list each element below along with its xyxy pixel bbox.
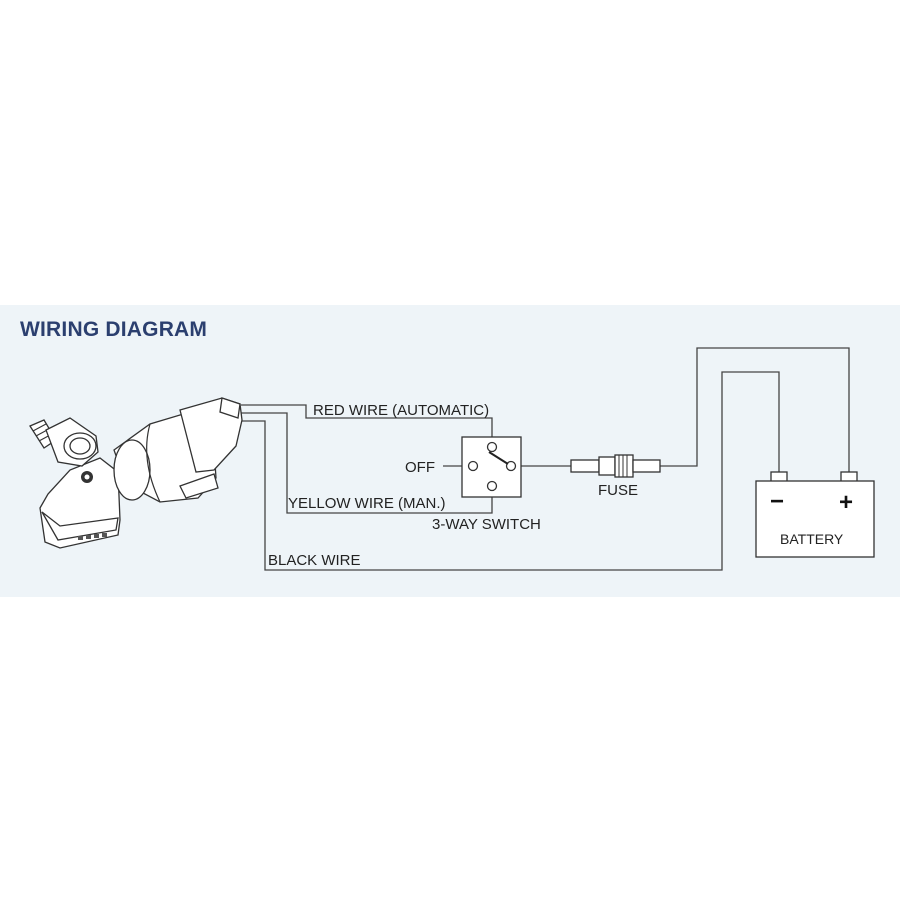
battery-label: BATTERY — [780, 531, 844, 547]
fuse-to-battery-wire — [660, 347, 850, 472]
yellow-wire — [241, 412, 493, 514]
diagram-title: WIRING DIAGRAM — [20, 318, 208, 341]
wires — [241, 347, 850, 571]
red-wire-label: RED WIRE (AUTOMATIC) — [313, 402, 489, 419]
black-wire-label: BLACK WIRE — [268, 552, 361, 569]
battery-negative-sign: − — [770, 488, 784, 515]
yellow-wire-label: YELLOW WIRE (MAN.) — [288, 495, 446, 512]
battery-positive-sign: + — [839, 489, 853, 516]
black-wire — [241, 371, 780, 571]
bilge-pump-icon — [29, 397, 243, 549]
switch-label: 3-WAY SWITCH — [432, 516, 541, 533]
switch-icon — [461, 436, 522, 498]
off-label: OFF — [405, 459, 435, 476]
battery-icon — [755, 471, 875, 558]
fuse-icon — [570, 454, 661, 478]
fuse-label: FUSE — [598, 482, 638, 499]
red-wire — [241, 404, 493, 443]
